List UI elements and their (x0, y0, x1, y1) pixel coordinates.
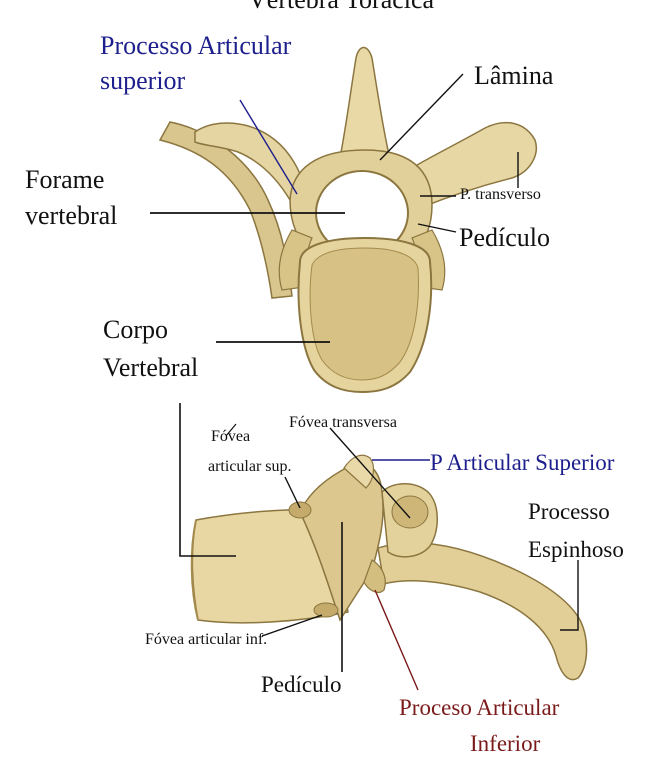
leader-corpo-to-side (179, 403, 236, 557)
label-p-transverso: P. transverso (460, 186, 541, 203)
top-leader-lines (150, 73, 519, 343)
leader-fovea-sup (284, 476, 301, 509)
label-fovea-sup-1: Fóvea (211, 428, 251, 445)
label-fovea-inf: Fóvea articular inf. (145, 631, 268, 648)
leader-fovea-sup-tick (225, 423, 237, 437)
side-leader-lines (179, 403, 579, 691)
label-forame-2: vertebral (25, 201, 118, 230)
leader-pediculo-top (417, 223, 457, 233)
label-forame-1: Forame (25, 165, 105, 194)
label-corpo-2: Vertebral (103, 353, 199, 382)
label-proc-art-inf-1: Proceso Articular (399, 695, 560, 720)
label-espinhoso-1: Processo (528, 499, 610, 524)
leader-fovea-transversa (329, 427, 411, 519)
label-corpo-1: Corpo (103, 315, 168, 344)
leader-espinhoso (560, 560, 579, 631)
label-proc-art-inf-2: Inferior (470, 731, 541, 756)
leader-proc-art-inf (374, 589, 419, 691)
label-espinhoso-2: Espinhoso (528, 537, 624, 562)
label-fovea-transversa: Fóvea transversa (289, 414, 397, 431)
side-vertebra-drawing (190, 454, 588, 681)
figure-title: Vértebra Torácica (248, 0, 434, 14)
label-p-articular-superior: P Articular Superior (430, 450, 615, 475)
label-proc-art-sup-1: Processo Articular (100, 31, 292, 60)
label-fovea-sup-2: articular sup. (208, 458, 292, 475)
label-pediculo-side: Pedículo (261, 672, 342, 697)
leader-proc-art-sup (239, 99, 298, 195)
label-pediculo-top: Pedículo (459, 223, 550, 252)
leader-lamina (379, 73, 464, 161)
leader-fovea-inf (261, 614, 323, 637)
label-lamina: Lâmina (474, 61, 554, 90)
top-vertebra-drawing (158, 46, 537, 394)
label-proc-art-sup-2: superior (100, 66, 186, 95)
